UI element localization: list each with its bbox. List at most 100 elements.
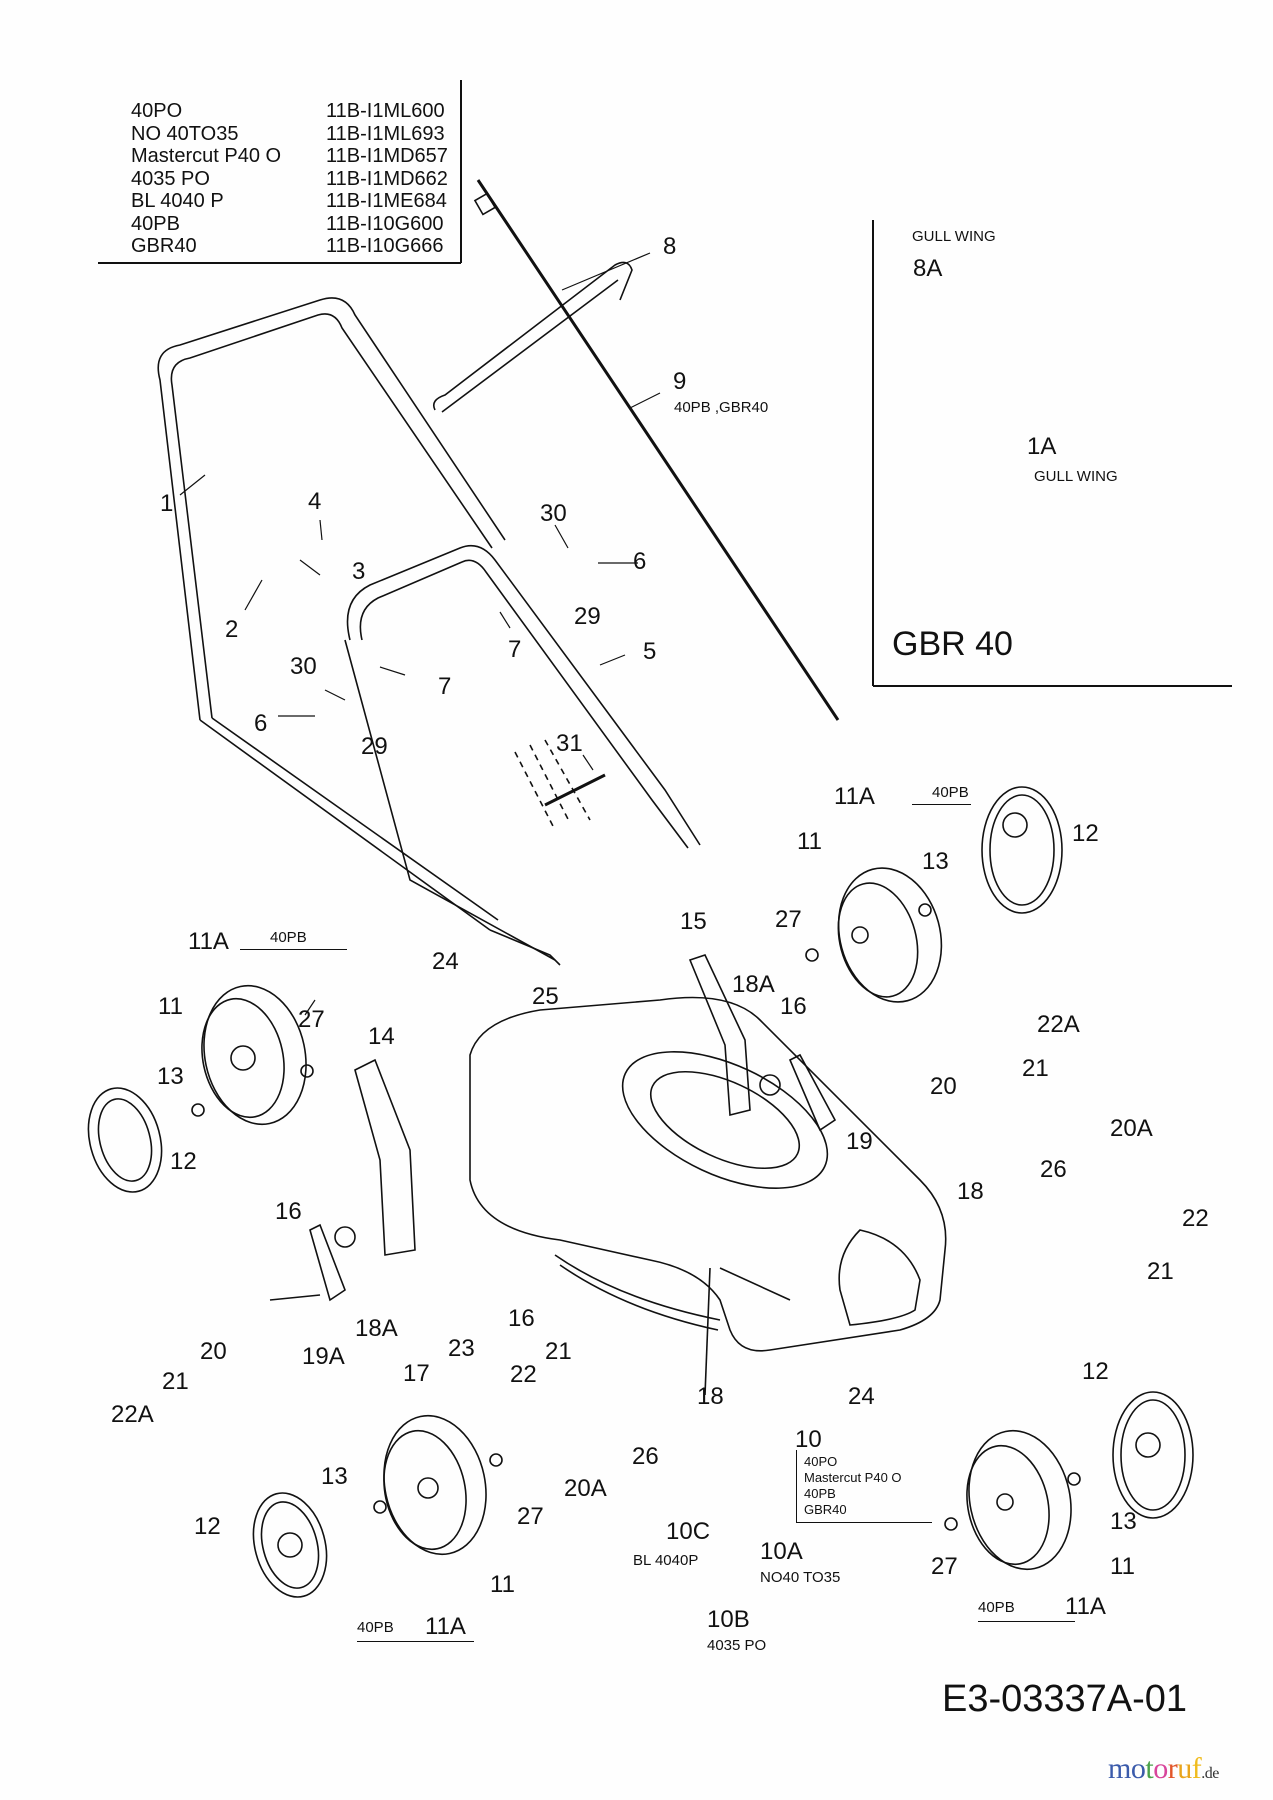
model-name: 40PB bbox=[131, 212, 180, 235]
callout-20a-right: 20A bbox=[1110, 1115, 1153, 1142]
callout-3: 3 bbox=[352, 558, 366, 585]
callout-11a-top-left-note: 40PB bbox=[240, 930, 347, 950]
callout-10b-note: 4035 PO bbox=[707, 1637, 767, 1654]
wheel-bottom-left bbox=[252, 1414, 503, 1598]
bolt-31-guides bbox=[514, 739, 591, 831]
model-name: NO 40TO35 bbox=[131, 122, 239, 145]
callout-11-bottom-right: 11 bbox=[1110, 1553, 1135, 1580]
callout-10-model: GBR40 bbox=[804, 1502, 847, 1517]
callout-10c: 10C bbox=[666, 1518, 711, 1545]
callout-18-center: 18 bbox=[697, 1383, 724, 1410]
callout-18-right: 18 bbox=[957, 1178, 984, 1205]
callout-18a-right: 18A bbox=[732, 971, 775, 998]
callout-21-center: 21 bbox=[545, 1338, 572, 1365]
wheel-bottom-right bbox=[944, 1391, 1194, 1571]
callout-10-model: 40PO bbox=[804, 1454, 838, 1469]
upper-handle-drawing bbox=[157, 297, 561, 966]
callout-11-top-left: 11 bbox=[158, 993, 183, 1020]
callout-29-left: 29 bbox=[361, 733, 388, 760]
callout-1: 1 bbox=[160, 490, 174, 517]
part-number: 11B-I1MD657 bbox=[326, 145, 448, 167]
callout-22-right-rear: 22 bbox=[1182, 1205, 1209, 1232]
model-name: 4035 PO bbox=[131, 167, 210, 190]
inset-frame bbox=[872, 220, 1232, 687]
callout-10: 10 bbox=[795, 1426, 822, 1453]
callout-11-top-right: 11 bbox=[797, 828, 822, 855]
part-number: 11B-I1ML693 bbox=[326, 122, 445, 145]
callout-13-bottom-right: 13 bbox=[1110, 1508, 1137, 1535]
logo-letter: r bbox=[1167, 1752, 1178, 1785]
callout-11-bottom-left: 11 bbox=[490, 1571, 515, 1598]
callout-12-top-right: 12 bbox=[1072, 820, 1099, 847]
inset-title: GBR 40 bbox=[892, 625, 1013, 663]
model-table: 40PO 11B-I1ML600 NO 40TO35 11B-I1ML693 Mas… bbox=[131, 100, 448, 258]
callout-27-bottom-right: 27 bbox=[931, 1553, 958, 1580]
callout-27-top-right: 27 bbox=[775, 906, 802, 933]
lower-handle-drawing bbox=[344, 544, 701, 961]
callout-10a: 10A bbox=[760, 1538, 803, 1565]
callout-11a-bottom-right-note: 40PB bbox=[978, 1600, 1075, 1622]
callout-25: 25 bbox=[532, 983, 559, 1010]
callout-10a-note: NO40 TO35 bbox=[760, 1569, 841, 1586]
table-row: 40PO 11B-I1ML600 bbox=[131, 100, 448, 123]
table-row: NO 40TO35 11B-I1ML693 bbox=[131, 123, 448, 146]
logo-letter: o bbox=[1153, 1752, 1168, 1785]
table-row: 40PB 11B-I10G600 bbox=[131, 213, 448, 236]
callout-10c-note: BL 4040P bbox=[633, 1552, 699, 1569]
callout-27-top-left: 27 bbox=[298, 1006, 325, 1033]
callout-17: 17 bbox=[403, 1360, 430, 1387]
logo-letter: m bbox=[1108, 1752, 1131, 1785]
logo-letter: o bbox=[1130, 1752, 1146, 1785]
callout-23: 23 bbox=[448, 1335, 475, 1362]
part-number: 11B-I10G600 bbox=[326, 212, 444, 235]
mower-deck-drawing bbox=[469, 996, 947, 1396]
callout-20a-center: 20A bbox=[564, 1475, 607, 1502]
watermark-logo: motoruf.de bbox=[1108, 1752, 1219, 1786]
callout-11a-bottom-left-note: 40PB bbox=[357, 1620, 474, 1642]
inset-1a-note: GULL WING bbox=[1034, 468, 1118, 485]
inset-8a-note: GULL WING bbox=[912, 228, 996, 245]
logo-letter: u bbox=[1177, 1752, 1192, 1785]
logo-suffix: .de bbox=[1201, 1765, 1219, 1782]
callout-27-bottom-left: 27 bbox=[517, 1503, 544, 1530]
model-table-frame bbox=[98, 80, 462, 264]
callout-11a-top-right-note: 40PB bbox=[912, 785, 971, 805]
callout-10-model: Mastercut P40 O bbox=[804, 1470, 902, 1485]
brake-cable-drawing bbox=[432, 179, 840, 721]
callout-15: 15 bbox=[680, 908, 707, 935]
callout-31: 31 bbox=[556, 730, 583, 757]
wheel-top-left bbox=[87, 984, 314, 1193]
table-row: GBR40 11B-I10G666 bbox=[131, 235, 448, 258]
height-adjuster-left bbox=[269, 1058, 416, 1302]
callout-22a-right: 22A bbox=[1037, 1011, 1080, 1038]
callout-8: 8 bbox=[663, 233, 677, 260]
callout-30-left: 30 bbox=[290, 653, 317, 680]
callout-14: 14 bbox=[368, 1023, 395, 1050]
callout-9-note: 40PB ,GBR40 bbox=[674, 399, 769, 416]
part-number: 11B-I10G666 bbox=[326, 235, 444, 257]
callout-2: 2 bbox=[225, 616, 239, 643]
model-name: 40PO bbox=[131, 100, 183, 122]
part-number: 11B-I1ML600 bbox=[326, 100, 445, 122]
callout-19a: 19A bbox=[302, 1343, 345, 1370]
callout-12-bottom-right: 12 bbox=[1082, 1358, 1109, 1385]
callout-13-top-left: 13 bbox=[157, 1063, 184, 1090]
callout-6-left: 6 bbox=[254, 710, 268, 737]
callout-6-right: 6 bbox=[633, 548, 647, 575]
callout-21-left: 21 bbox=[162, 1368, 189, 1395]
model-name: GBR40 bbox=[131, 235, 197, 257]
height-adjuster-right bbox=[688, 954, 837, 1132]
callout-10-note: 40PO Mastercut P40 O 40PB GBR40 bbox=[796, 1450, 932, 1523]
callout-7-upper: 7 bbox=[508, 636, 522, 663]
callout-26-center: 26 bbox=[632, 1443, 659, 1470]
callout-18a-left: 18A bbox=[355, 1315, 398, 1342]
callout-12-top-left: 12 bbox=[170, 1148, 197, 1175]
callout-12-bottom-left: 12 bbox=[194, 1513, 221, 1540]
callout-7-lower: 7 bbox=[438, 673, 452, 700]
callout-20-left: 20 bbox=[200, 1338, 227, 1365]
callout-29-right: 29 bbox=[574, 603, 601, 630]
